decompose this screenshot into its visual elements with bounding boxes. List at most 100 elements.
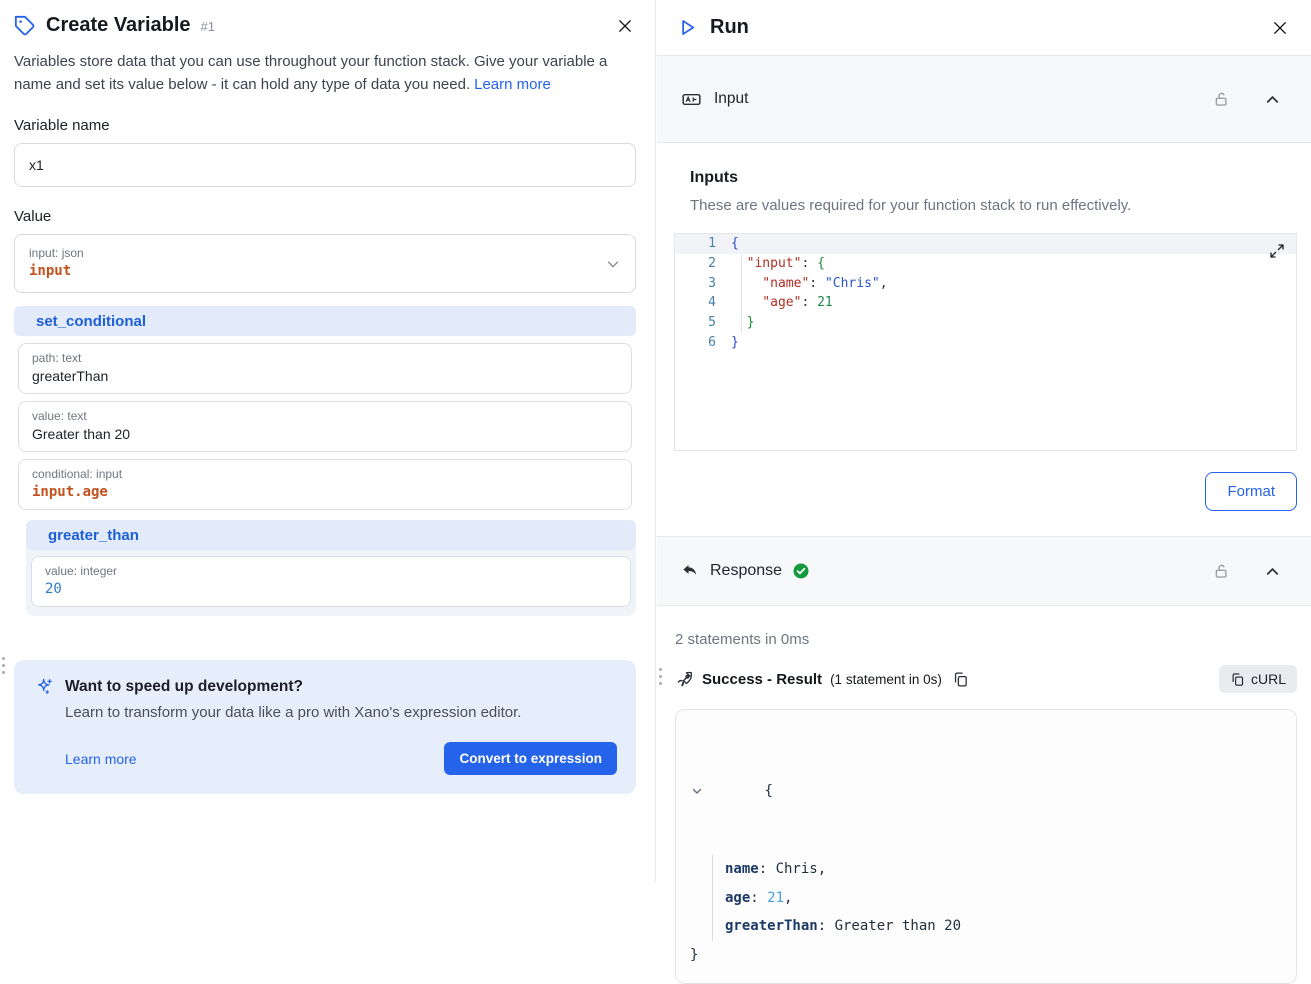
field-meta: value: text — [32, 409, 87, 423]
filter-greater-than-group: greater_than value: integer 20 — [26, 520, 636, 616]
expand-icon — [1270, 244, 1284, 258]
filter-set-conditional[interactable]: set_conditional — [14, 306, 636, 336]
success-check-icon — [792, 562, 810, 580]
response-section-header[interactable]: Response — [657, 536, 1311, 606]
chevron-up-icon — [1266, 567, 1279, 575]
close-icon — [619, 19, 631, 32]
field-value: 20 — [45, 581, 62, 597]
filter-greater-than[interactable]: greater_than — [26, 520, 636, 550]
inputs-subtitle: These are values required for your funct… — [690, 197, 1132, 214]
field-path[interactable]: path: text greaterThan — [18, 343, 632, 394]
editor-line: 1 { — [675, 234, 1296, 254]
expand-editor-button[interactable] — [1267, 241, 1287, 261]
panel-description: Variables store data that you can use th… — [14, 50, 636, 96]
inputs-title: Inputs — [690, 169, 738, 186]
expression-promo-banner: Want to speed up development? Learn to t… — [14, 660, 636, 794]
tag-icon — [14, 15, 36, 37]
copy-result-button[interactable] — [950, 669, 971, 690]
field-value: greaterThan — [32, 368, 109, 384]
output-line: } — [690, 946, 699, 963]
output-line: name: Chris, — [725, 861, 827, 877]
line-number: 3 — [708, 275, 716, 291]
output-line: { — [690, 727, 1276, 855]
filter-name: set_conditional — [36, 312, 147, 330]
page-title: Run — [710, 16, 749, 38]
step-badge: #1 — [200, 19, 215, 34]
unlock-button[interactable] — [1210, 560, 1233, 583]
editor-line: 3 "name": "Chris", — [675, 274, 1296, 294]
sparkle-icon — [35, 677, 54, 696]
field-meta: value: integer — [45, 564, 118, 578]
result-status: Success - Result — [702, 670, 823, 688]
editor-line: 6 } — [675, 333, 1296, 353]
page-title: Create Variable — [46, 14, 191, 36]
create-variable-panel: Create Variable #1 Variables store data … — [0, 0, 656, 882]
line-number: 2 — [708, 255, 716, 271]
field-value: Greater than 20 — [32, 426, 131, 442]
editor-line: 5 } — [675, 313, 1296, 333]
unlock-icon — [1215, 564, 1227, 578]
collapse-node-icon[interactable] — [690, 727, 757, 855]
result-output: { name: Chris, age: 21, greaterThan: Gre… — [675, 709, 1297, 984]
input-section-label: Input — [714, 90, 749, 107]
field-value-text[interactable]: value: text Greater than 20 — [18, 401, 632, 452]
line-number: 5 — [708, 315, 716, 331]
promo-footer: Learn more Convert to expression — [35, 742, 617, 775]
input-section-header[interactable]: Input — [657, 56, 1311, 143]
chevron-up-icon — [1266, 95, 1279, 103]
output-line: greaterThan: Greater than 20 — [725, 918, 962, 934]
filter-name: greater_than — [48, 526, 139, 544]
editor-line: 2 "input": { — [675, 254, 1296, 274]
curl-button-label: cURL — [1250, 671, 1286, 687]
close-button[interactable] — [1269, 17, 1291, 39]
output-object-body: name: Chris, age: 21, greaterThan: Great… — [712, 855, 1276, 941]
field-meta: conditional: input — [32, 467, 123, 481]
response-section-label: Response — [710, 562, 783, 579]
convert-to-expression-button[interactable]: Convert to expression — [444, 742, 617, 775]
field-value: input.age — [32, 484, 108, 500]
line-number: 6 — [708, 334, 716, 350]
curl-button[interactable]: cURL — [1218, 665, 1297, 693]
unlock-icon — [1215, 92, 1227, 106]
value-label: Value — [14, 208, 52, 225]
value-root-meta: input: json — [29, 246, 84, 260]
run-header: Run — [657, 0, 1311, 56]
statements-summary: 2 statements in 0ms — [675, 631, 810, 648]
indent-guide — [741, 254, 742, 333]
line-number: 4 — [708, 295, 716, 311]
promo-header: Want to speed up development? — [35, 677, 617, 696]
description-text: Variables store data that you can use th… — [14, 53, 608, 93]
field-value-integer[interactable]: value: integer 20 — [31, 556, 631, 607]
reply-icon — [681, 562, 700, 581]
value-root-value: input — [29, 263, 72, 279]
json-input-editor[interactable]: 1 { 2 "input": { 3 "name": "Chris", 4 "a… — [674, 233, 1297, 451]
close-button[interactable] — [614, 15, 636, 37]
create-variable-header: Create Variable #1 — [14, 14, 636, 37]
value-root-select[interactable]: input: json input — [14, 234, 636, 293]
format-button[interactable]: Format — [1205, 472, 1297, 511]
close-icon — [1274, 21, 1286, 34]
run-panel: Run Input — [657, 0, 1311, 984]
line-number: 1 — [708, 236, 716, 251]
collapse-input-button[interactable] — [1261, 88, 1284, 111]
field-conditional[interactable]: conditional: input input.age — [18, 459, 632, 510]
play-icon — [677, 17, 698, 38]
learn-more-link[interactable]: Learn more — [474, 76, 551, 93]
input-field-icon — [681, 89, 702, 110]
drag-handle[interactable] — [659, 668, 662, 685]
promo-body: Learn to transform your data like a pro … — [65, 704, 522, 721]
unlock-button[interactable] — [1210, 88, 1233, 111]
editor-line: 4 "age": 21 — [675, 293, 1296, 313]
field-meta: path: text — [32, 351, 82, 365]
copy-icon — [1232, 672, 1244, 686]
rocket-icon — [675, 670, 694, 689]
promo-title: Want to speed up development? — [65, 677, 303, 695]
variable-name-input[interactable] — [14, 143, 636, 187]
promo-learn-more-link[interactable]: Learn more — [65, 750, 137, 767]
result-detail: (1 statement in 0s) — [830, 671, 942, 687]
copy-icon — [954, 671, 967, 687]
chevron-down-icon — [604, 255, 622, 273]
drag-handle[interactable] — [2, 657, 5, 674]
output-line: age: 21, — [725, 889, 793, 906]
collapse-response-button[interactable] — [1261, 560, 1284, 583]
